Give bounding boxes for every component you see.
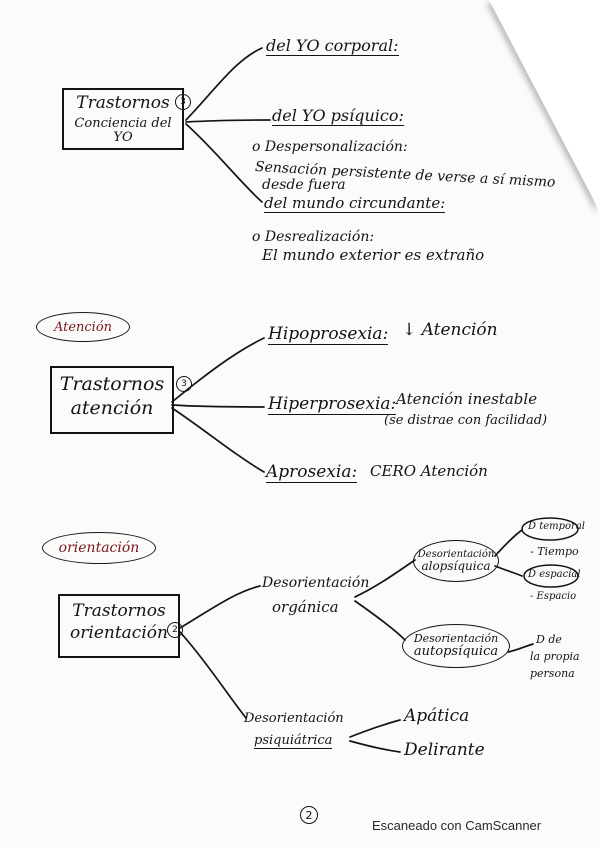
line-psi-del — [349, 740, 401, 753]
org-line1: Desorientación — [262, 575, 370, 591]
alo-line2: alopsíquica — [421, 558, 491, 573]
line-s1-low — [185, 123, 263, 203]
line-s2-mid — [171, 404, 265, 408]
desrealizacion-line1: El mundo exterior es extraño — [262, 246, 485, 264]
line-s3-psi — [179, 631, 247, 719]
despersonalizacion-line2: desde fuera — [262, 177, 346, 193]
box-trastornos-conciencia: Trastornos Conciencia del YO — [62, 88, 184, 150]
branch-mundo-circundante: del mundo circundante: — [264, 194, 446, 213]
psi-delirante: Delirante — [404, 740, 485, 760]
branch-hipoprosexia: Hipoprosexia: — [268, 324, 389, 345]
box-s1-line1: Trastornos — [76, 93, 170, 113]
psi-line2: psiquiátrica — [254, 733, 333, 749]
auto-line2: autopsíquica — [413, 643, 499, 659]
hiperprosexia-note2: (se distrae con facilidad) — [384, 413, 548, 428]
count-badge-s1: 3 — [175, 94, 191, 110]
line-s1-top — [185, 47, 263, 121]
d-persona-line3: persona — [530, 667, 575, 680]
branch-aprosexia: Aprosexia: — [266, 462, 358, 483]
line-s1-mid — [185, 119, 271, 123]
hiperprosexia-note: Atención inestable — [396, 390, 538, 408]
count-badge-s3: 2 — [167, 622, 183, 638]
despersonalizacion-title: o Despersonalización: — [252, 139, 408, 155]
d-espacial: D espacial — [528, 569, 581, 580]
line-s2-low — [171, 407, 265, 473]
d-espacial-espacio: - Espacio — [530, 591, 577, 602]
org-line2: orgánica — [272, 598, 339, 616]
hipoprosexia-note: ↓ Atención — [402, 320, 498, 340]
box-s2-line2: atención — [70, 396, 154, 419]
line-s2-top — [171, 337, 265, 403]
desrealizacion-title: o Desrealización: — [252, 229, 375, 245]
page-number: 2 — [300, 806, 318, 824]
aprosexia-note: CERO Atención — [370, 462, 488, 480]
psi-line1: Desorientación — [244, 711, 344, 726]
box-s3-line1: Trastornos — [72, 601, 166, 621]
d-temporal: D temporal — [528, 521, 585, 532]
box-s1-line2: Conciencia del YO — [74, 115, 172, 146]
line-s3-org — [179, 585, 261, 629]
oval-despa — [523, 564, 579, 588]
line-org-auto — [354, 600, 406, 641]
box-s2-line1: Trastornos — [59, 373, 165, 395]
tag-atencion: Atención — [36, 312, 130, 342]
line-alo-desp — [494, 565, 523, 577]
box-trastornos-orientacion: Trastornos orientación — [58, 594, 180, 658]
line-org-alo — [354, 559, 416, 598]
d-temporal-tiempo: - Tiempo — [530, 545, 579, 558]
line-auto-dp — [507, 643, 534, 653]
auto-line1: Desorientación — [413, 631, 499, 645]
d-persona-line2: la propia — [530, 650, 580, 663]
count-badge-s2: 3 — [176, 376, 192, 392]
line-alo-dtemp — [494, 529, 523, 557]
branch-yo-psiquico: del YO psíquico: — [272, 106, 404, 126]
box-trastornos-atencion: Trastornos atención — [50, 366, 174, 434]
oval-autopsiquica: Desorientación autopsíquica — [402, 624, 510, 668]
alo-line1: Desorientación — [417, 548, 495, 560]
line-psi-apa — [349, 719, 401, 738]
folded-corner — [489, 0, 599, 210]
box-s3-line2: orientación — [70, 622, 168, 643]
d-persona-line1: D de — [536, 633, 562, 646]
branch-hiperprosexia: Hiperprosexia: — [268, 394, 397, 415]
scanner-watermark: Escaneado con CamScanner — [372, 818, 542, 833]
oval-dtemp — [521, 517, 579, 541]
oval-alopsiquica: Desorientación alopsíquica — [413, 540, 499, 582]
branch-yo-corporal: del YO corporal: — [266, 36, 399, 56]
psi-apatica: Apática — [404, 706, 470, 726]
tag-orientacion: orientación — [42, 532, 156, 564]
